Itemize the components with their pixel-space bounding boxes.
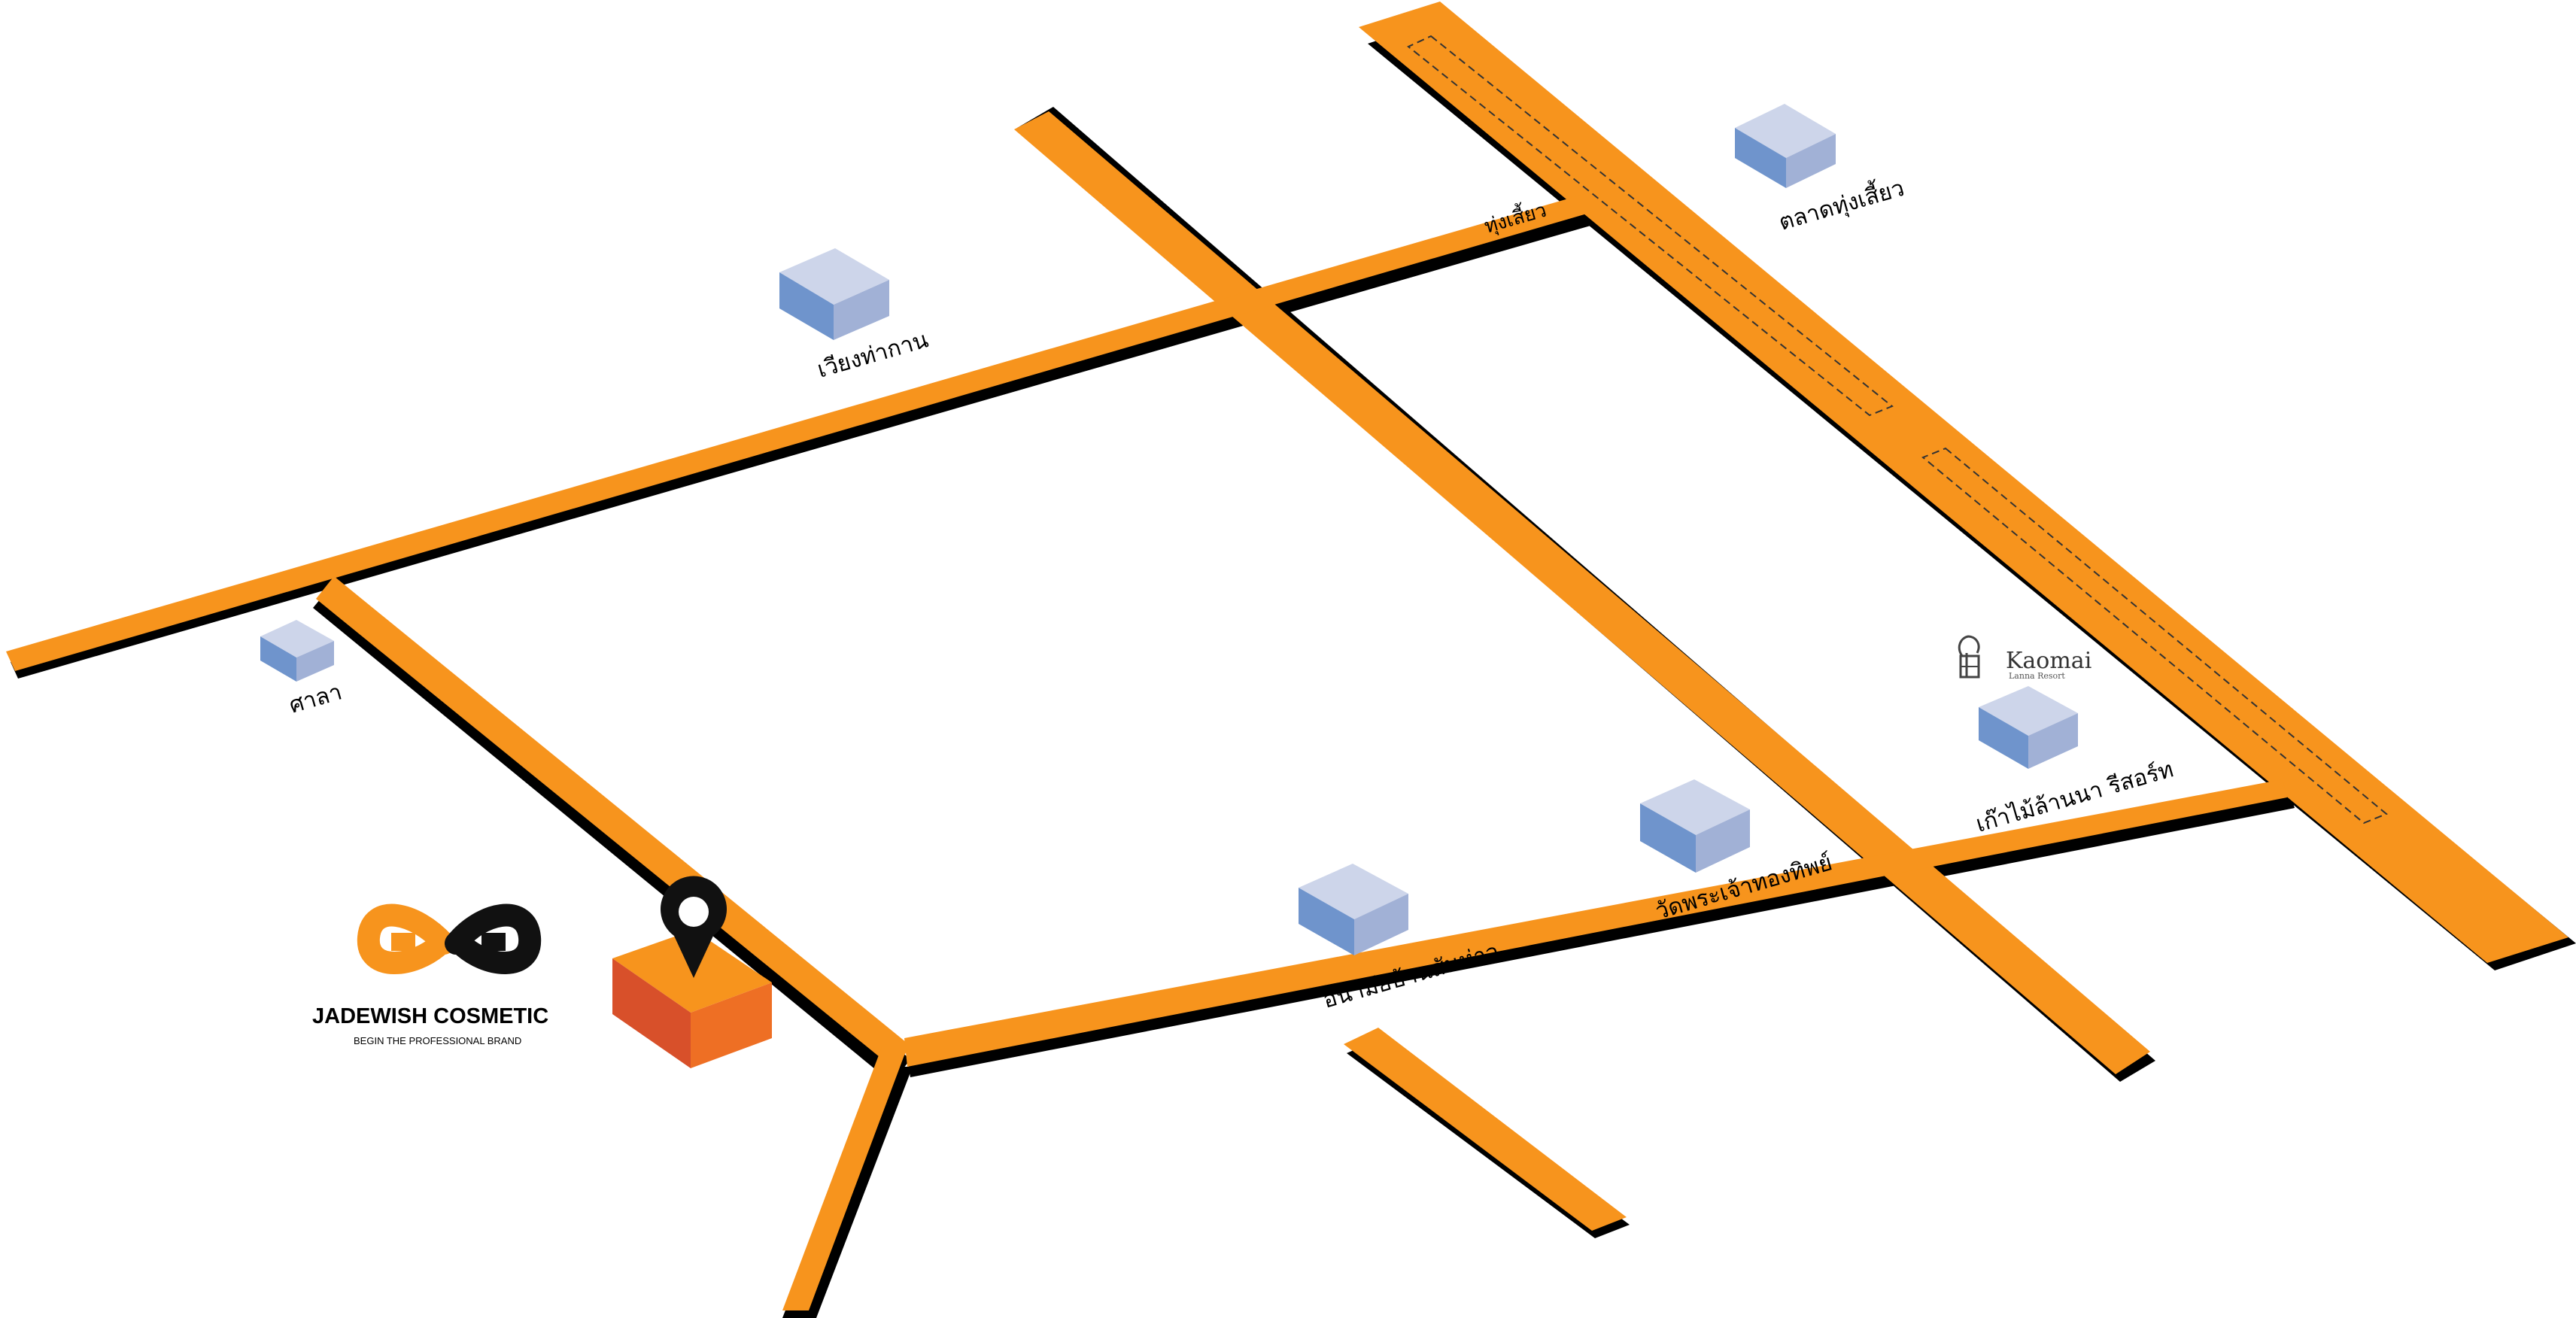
building-wiang-tha-kan	[779, 248, 889, 340]
road-west-diagonal	[316, 576, 910, 1070]
building-sala	[260, 620, 334, 682]
road-north	[6, 190, 1602, 671]
road-south	[904, 779, 2287, 1067]
tree-icon	[1958, 635, 1980, 679]
brand-name: JADEWISH COSMETIC	[312, 1004, 548, 1028]
building-kaomai-resort	[1979, 686, 2078, 769]
kaomai-logo: Kaomai Lanna Resort	[1958, 635, 2091, 681]
highway-median-north	[1407, 35, 1894, 417]
kaomai-logo-subtitle: Lanna Resort	[2009, 671, 2065, 681]
building-talat-thung-siao	[1735, 104, 1836, 188]
road-middle-diagonal	[1014, 111, 2150, 1074]
road-south-branch	[1344, 1028, 1627, 1231]
kaomai-logo-name: Kaomai	[2006, 648, 2091, 674]
location-pin-icon[interactable]	[661, 876, 727, 978]
infinity-logo-icon	[357, 903, 542, 974]
road-southwest-branch	[782, 1047, 907, 1310]
roads	[6, 2, 2568, 1310]
building-wat-phra-chao-thong-thip	[1640, 779, 1750, 873]
label-sala: ศาลา	[287, 679, 345, 718]
highway-median-south	[1921, 447, 2388, 825]
road-east-highway	[1359, 2, 2568, 963]
brand-tagline: BEGIN THE PROFESSIONAL BRAND	[354, 1035, 521, 1046]
building-health-center	[1299, 864, 1408, 955]
jadewish-logo: JADEWISH COSMETIC BEGIN THE PROFESSIONAL…	[312, 903, 548, 1046]
